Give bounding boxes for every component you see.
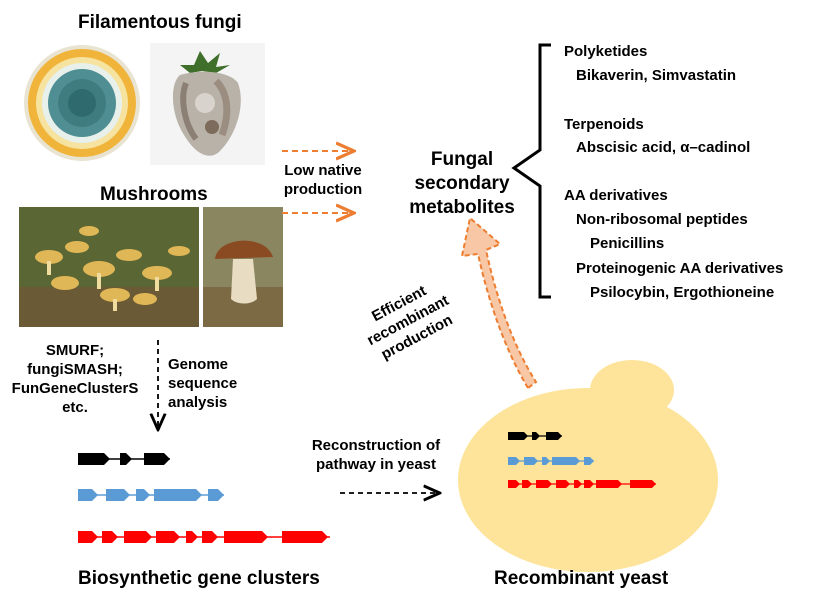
filamentous-fungi-title: Filamentous fungi — [78, 12, 242, 33]
metabolites-title-line1: Fungal — [430, 149, 494, 170]
petri-dish-photo — [22, 43, 142, 163]
yeast-cluster-red — [508, 480, 656, 488]
tool-fungeneclusters: FunGeneClusterS — [11, 380, 139, 397]
nrp-label: Non-ribosomal peptides — [576, 211, 748, 228]
gene-cluster-red — [78, 531, 330, 543]
low-native-line2: production — [283, 181, 363, 198]
tool-etc: etc. — [62, 399, 88, 416]
tool-smurf: SMURF; — [45, 342, 105, 359]
low-native-production-label: Low native production — [278, 161, 368, 199]
recombinant-yeast-label: Recombinant yeast — [494, 568, 669, 589]
bgc-label: Biosynthetic gene clusters — [78, 568, 320, 589]
genome-line3: analysis — [168, 394, 228, 411]
mushroom-cluster-photo — [19, 207, 199, 327]
bolete-mushroom-photo — [203, 207, 283, 327]
gene-cluster-blue — [78, 489, 224, 501]
genome-analysis-label: Genome sequence analysis — [168, 355, 237, 412]
reconstruction-line2: pathway in yeast — [315, 456, 437, 473]
reconstruction-line1: Reconstruction of — [311, 437, 441, 454]
tools-list: SMURF; fungiSMASH; FunGeneClusterS etc. — [0, 341, 150, 417]
yeast-cell-icon — [458, 360, 718, 572]
metabolites-title-line2: secondary — [414, 173, 510, 194]
polyketides-examples: Bikaverin, Simvastatin — [576, 67, 737, 84]
terpenoids-examples: Abscisic acid, α–cadinol — [576, 139, 751, 156]
mushrooms-title: Mushrooms — [100, 184, 208, 205]
gene-cluster-black — [78, 453, 170, 465]
terpenoids-label: Terpenoids — [564, 116, 644, 133]
yeast-cluster-blue — [508, 457, 594, 465]
polyketides-label: Polyketides — [564, 43, 648, 60]
reconstruction-label: Reconstruction of pathway in yeast — [296, 436, 456, 474]
aa-derivatives-label: AA derivatives — [564, 187, 668, 204]
metabolite-bracket-icon — [511, 43, 551, 299]
moldy-strawberry-photo — [150, 43, 265, 165]
metabolites-title-line3: metabolites — [409, 197, 515, 218]
yeast-cluster-black — [508, 432, 562, 440]
tool-fungismash: fungiSMASH; — [27, 361, 123, 378]
efficient-production-arrow-icon — [460, 216, 538, 390]
proteinogenic-examples: Psilocybin, Ergothioneine — [590, 284, 775, 301]
low-native-line1: Low native — [284, 162, 362, 179]
genome-line2: sequence — [168, 375, 238, 392]
fungal-secondary-metabolites-title: Fungal secondary metabolites — [398, 148, 526, 220]
genome-line1: Genome — [168, 356, 229, 373]
proteinogenic-label: Proteinogenic AA derivatives — [576, 260, 784, 277]
penicillins-label: Penicillins — [590, 235, 665, 252]
